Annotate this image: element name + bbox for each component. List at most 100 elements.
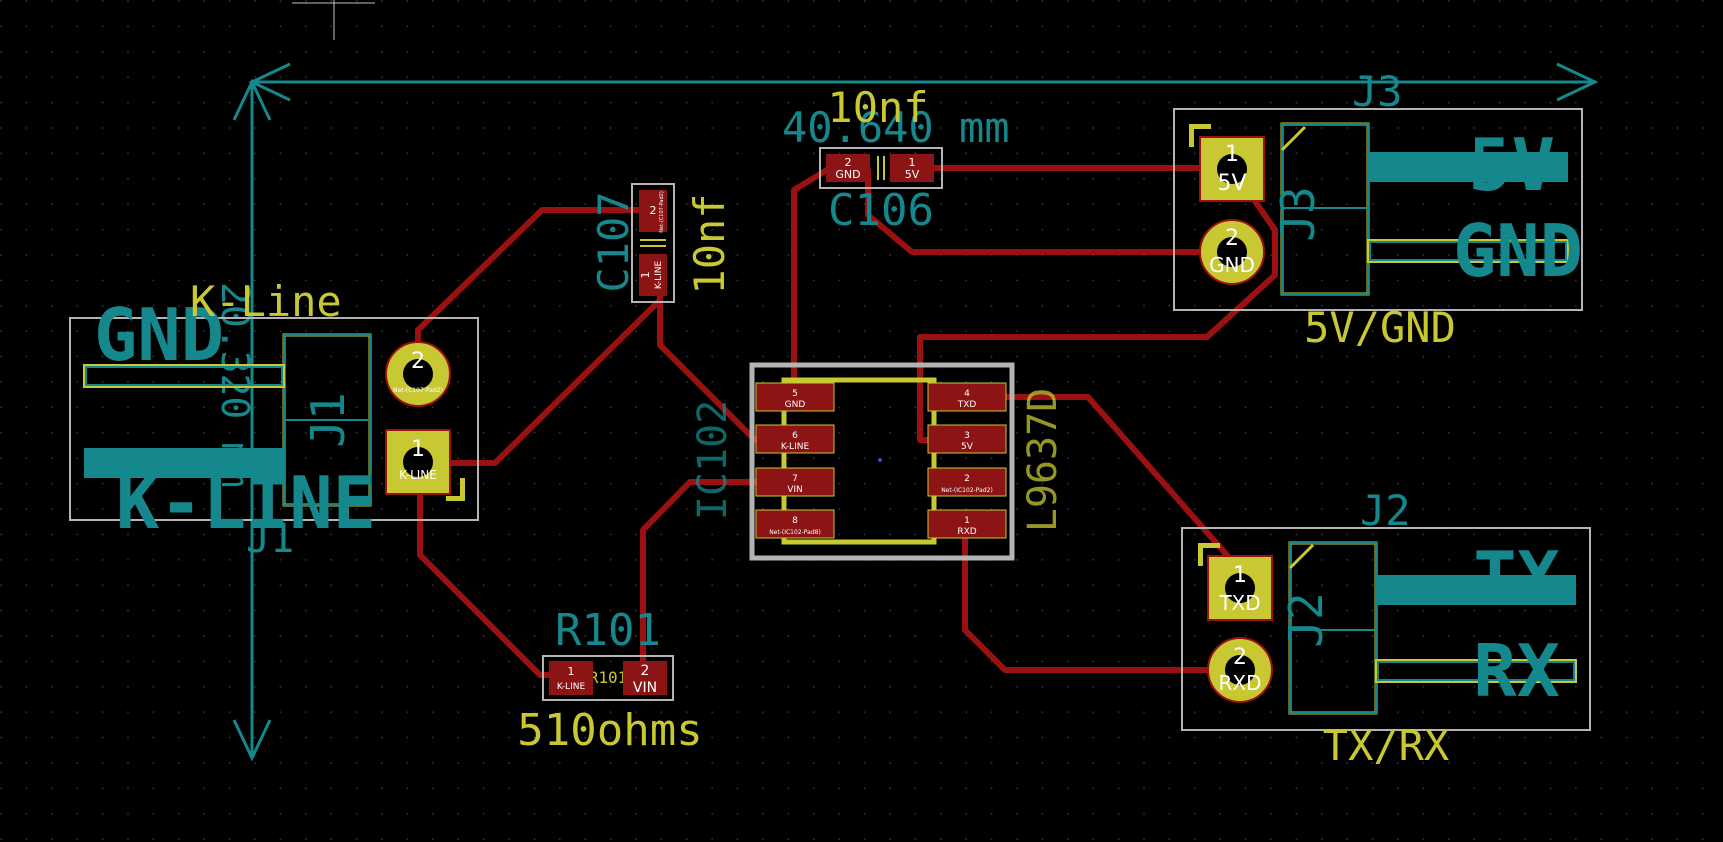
dimension-horizontal-label: 40.640 mm	[782, 103, 1010, 152]
capacitor-c106[interactable]: 10nf C106 2 GND 1 5V	[819, 83, 943, 236]
ic102-pad-4[interactable]: 4 TXD	[927, 382, 1007, 412]
j3-value: 5V/GND	[1304, 303, 1456, 352]
ic102-ref: IC102	[690, 400, 736, 520]
ic102-pad6-net: K-LINE	[781, 442, 810, 452]
c107-pad-2[interactable]: 2 Net-(C107-Pad2)	[639, 190, 667, 233]
j2-ref: J2	[1360, 486, 1411, 535]
j3-pad1-num: 1	[1225, 142, 1239, 167]
ic102-pad8-net: Net-(IC102-Pad8)	[769, 529, 821, 536]
c106-ref: C106	[828, 185, 934, 236]
c107-pad1-num: 1	[639, 272, 652, 279]
j3-pad2-num: 2	[1225, 226, 1239, 251]
c107-ref: C107	[589, 191, 638, 292]
ic102-pad6-num: 6	[792, 431, 798, 441]
r101-pad2-net: VIN	[633, 680, 657, 696]
ic102-pad2-num: 2	[964, 474, 970, 484]
j2-fab-ref: J2	[1279, 592, 1333, 647]
r101-pad1-num: 1	[568, 665, 575, 678]
j1-ref: J1	[246, 516, 294, 562]
ic102-pad-3[interactable]: 3 5V	[927, 424, 1007, 454]
c106-value: 10nf	[827, 83, 928, 132]
ic102-value: L9637D	[1020, 388, 1066, 533]
origin-crosshair	[292, 0, 375, 40]
ic102-pad3-num: 3	[964, 431, 970, 441]
j1-pad2-num: 2	[411, 349, 425, 374]
resistor-r101[interactable]: R101 510ohms R101 1 K-LINE 2 VIN	[517, 605, 702, 756]
ic102-pad4-num: 4	[964, 389, 970, 399]
r101-pad2-num: 2	[641, 663, 650, 679]
j1-pin1-body	[84, 448, 284, 478]
ic-ic102[interactable]: IC102 L9637D 5 GND 6 K-LINE 7 VIN 8 Net-…	[690, 362, 1066, 561]
c107-value: 10nf	[685, 193, 734, 294]
connector-j2[interactable]: J2 TX RX J2 TX/RX 1 TXD 2 RXD	[1181, 486, 1591, 770]
ic102-pad-7[interactable]: 7 VIN	[755, 467, 835, 497]
j1-fab-ref: J1	[301, 392, 355, 447]
j1-courtyard	[69, 317, 479, 521]
ic102-pad3-net: 5V	[961, 442, 974, 452]
ic102-pad-2[interactable]: 2 Net-(IC102-Pad2)	[927, 467, 1007, 497]
c107-pad1-net: K-LINE	[654, 261, 664, 290]
c107-pad-1[interactable]: 1 K-LINE	[639, 254, 667, 296]
j3-pad1-net: 5V	[1217, 171, 1246, 196]
j2-label-rx: RX	[1473, 629, 1560, 713]
j2-pad1-num: 1	[1233, 563, 1247, 588]
j1-pad1-num: 1	[411, 437, 425, 462]
j2-pad-2[interactable]: 2 RXD	[1207, 637, 1273, 703]
ic102-pad-6[interactable]: 6 K-LINE	[755, 424, 835, 454]
dimension-vertical	[232, 78, 272, 762]
j2-pad1-net: TXD	[1218, 591, 1260, 615]
j3-fab-ref: J3	[1271, 186, 1325, 241]
c106-pad-1[interactable]: 1 5V	[890, 154, 934, 182]
j2-pad2-net: RXD	[1219, 671, 1262, 695]
ic102-body-outline	[781, 377, 937, 545]
c106-courtyard	[819, 147, 943, 189]
capacitor-c107[interactable]: C107 10nf 2 Net-(C107-Pad2) 1 K-LINE	[589, 183, 734, 303]
connector-j1[interactable]: J1 GND K-LINE J1 K-Line 2 Net-(C107-Pad2…	[69, 277, 479, 562]
c107-courtyard	[631, 183, 675, 303]
r101-ref: R101	[555, 605, 661, 656]
ic102-pad-1[interactable]: 1 RXD	[927, 509, 1007, 539]
j2-pad-1[interactable]: 1 TXD	[1207, 555, 1273, 621]
ic102-pad8-num: 8	[792, 516, 798, 526]
j2-pin1-body	[1376, 575, 1576, 605]
ic102-pad5-num: 5	[792, 389, 798, 399]
r101-pad-1[interactable]: 1 K-LINE	[549, 661, 593, 695]
c106-pad2-num: 2	[845, 156, 852, 169]
j2-courtyard	[1181, 527, 1591, 731]
j1-label-kline: K-LINE	[116, 461, 376, 545]
ic102-pad1-net: RXD	[957, 527, 976, 537]
j3-pad-1[interactable]: 1 5V	[1199, 136, 1265, 202]
ic102-pad5-net: GND	[785, 400, 806, 410]
j2-pad2-num: 2	[1233, 645, 1247, 670]
j1-value: K-Line	[190, 277, 342, 326]
j3-pad-2[interactable]: 2 GND	[1199, 219, 1265, 285]
ic102-pad-8[interactable]: 8 Net-(IC102-Pad8)	[755, 509, 835, 539]
c107-pad2-net: Net-(C107-Pad2)	[659, 191, 665, 233]
c106-pad1-net: 5V	[905, 168, 920, 181]
j3-courtyard	[1173, 108, 1583, 311]
ic102-pad2-net: Net-(IC102-Pad2)	[941, 487, 993, 494]
c107-pad2-num: 2	[650, 204, 657, 217]
ic102-pad1-num: 1	[964, 516, 970, 526]
j1-pad-1[interactable]: 1 K-LINE	[385, 429, 451, 495]
j3-label-gnd: GND	[1453, 209, 1583, 293]
j2-value: TX/RX	[1323, 721, 1449, 770]
ic102-pad-5[interactable]: 5 GND	[755, 382, 835, 412]
r101-pad-2[interactable]: 2 VIN	[623, 661, 667, 696]
j1-pad2-net: Net-(C107-Pad2)	[393, 387, 443, 394]
c106-pad2-net: GND	[835, 168, 860, 181]
connector-j3[interactable]: J3 5V GND J3 5V/GND 1 5V 2 GND	[1173, 67, 1583, 352]
j3-label-5v: 5V	[1468, 123, 1555, 207]
j2-label-tx: TX	[1473, 536, 1560, 620]
r101-pad1-net: K-LINE	[557, 682, 586, 692]
j3-pin1-body	[1368, 152, 1568, 182]
ic102-pad7-net: VIN	[787, 485, 803, 495]
c106-pad1-num: 1	[909, 156, 916, 169]
r101-fab-ref: R101	[589, 668, 628, 687]
c106-pad-2[interactable]: 2 GND	[826, 154, 870, 182]
j1-pad-2[interactable]: 2 Net-(C107-Pad2)	[385, 341, 451, 407]
j3-pad2-net: GND	[1209, 253, 1255, 277]
r101-courtyard	[542, 655, 674, 701]
r101-value: 510ohms	[517, 705, 702, 756]
